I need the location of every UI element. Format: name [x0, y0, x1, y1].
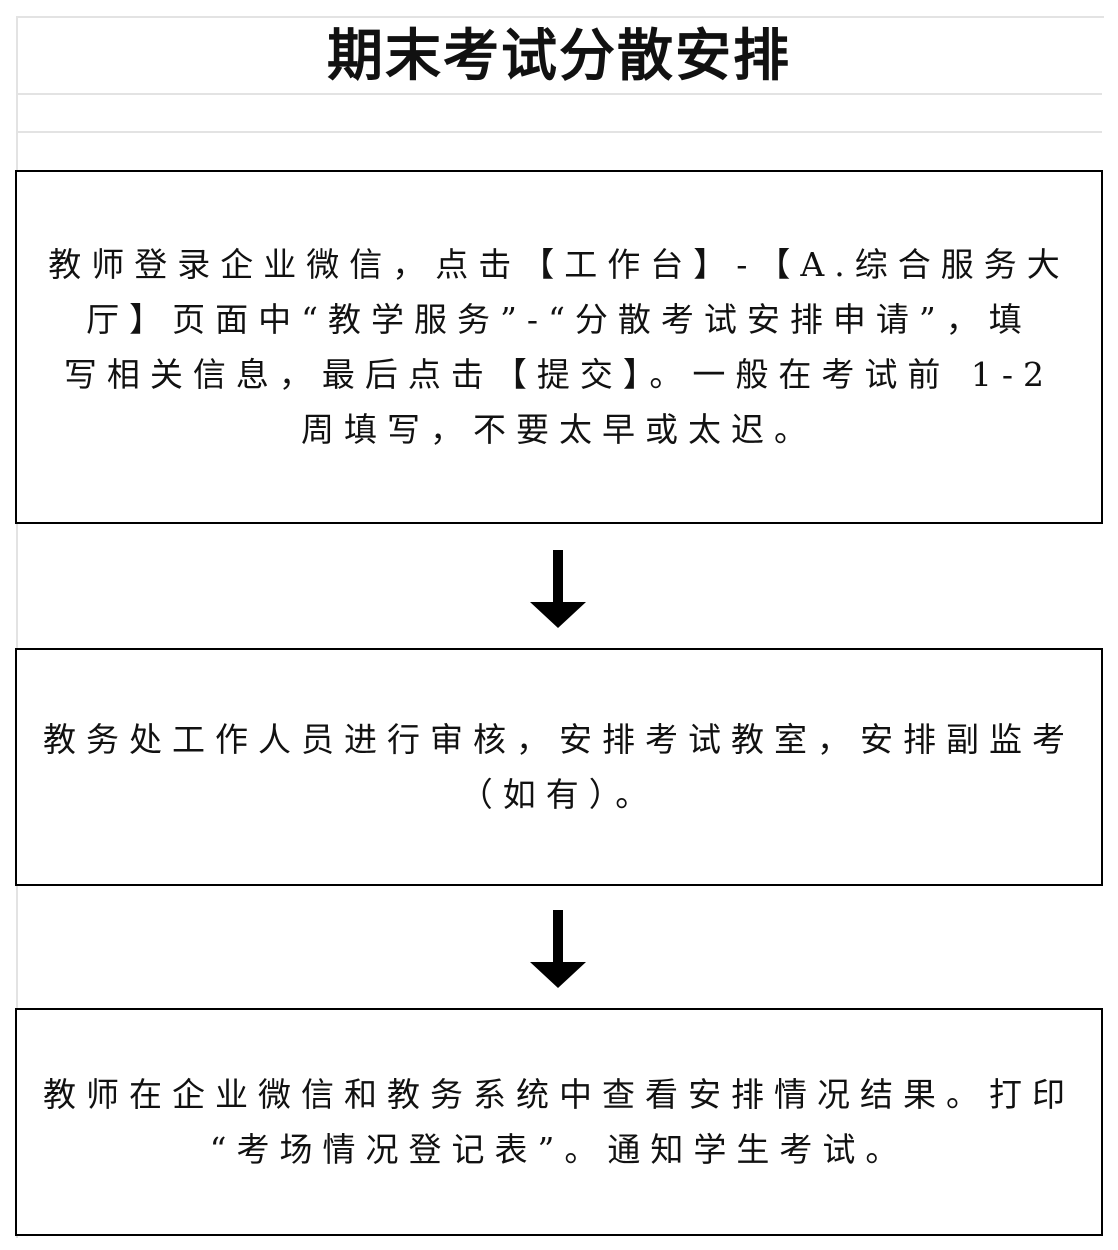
step-1-line: 厅】页面中“教学服务”-“分散考试安排申请”，填	[86, 300, 1032, 339]
grid-line	[16, 131, 1102, 133]
step-3-box: 教师在企业微信和教务系统中查看安排情况结果。打印 “考场情况登记表”。通知学生考…	[15, 1008, 1103, 1236]
step-3-line: “考场情况登记表”。通知学生考试。	[209, 1130, 909, 1169]
step-1-line: 教师登录企业微信，点击【工作台】-【A.综合服务大	[48, 245, 1070, 284]
step-1-box: 教师登录企业微信，点击【工作台】-【A.综合服务大 厅】页面中“教学服务”-“分…	[15, 170, 1103, 524]
step-3-line: 教师在企业微信和教务系统中查看安排情况结果。打印	[43, 1075, 1075, 1114]
sheet-grid	[16, 16, 1104, 1238]
step-2-line: （如有）。	[459, 775, 659, 814]
step-2-line: 教务处工作人员进行审核，安排考试教室，安排副监考	[43, 720, 1075, 759]
page-title: 期末考试分散安排	[327, 23, 791, 89]
step-2-box: 教务处工作人员进行审核，安排考试教室，安排副监考 （如有）。	[15, 648, 1103, 886]
step-1-line: 写相关信息，最后点击【提交】。一般在考试前 1-2	[63, 355, 1055, 394]
down-arrow-icon	[530, 910, 586, 988]
step-1-line: 周填写，不要太早或太迟。	[301, 410, 817, 449]
down-arrow-icon	[530, 550, 586, 628]
grid-line	[16, 93, 1102, 95]
